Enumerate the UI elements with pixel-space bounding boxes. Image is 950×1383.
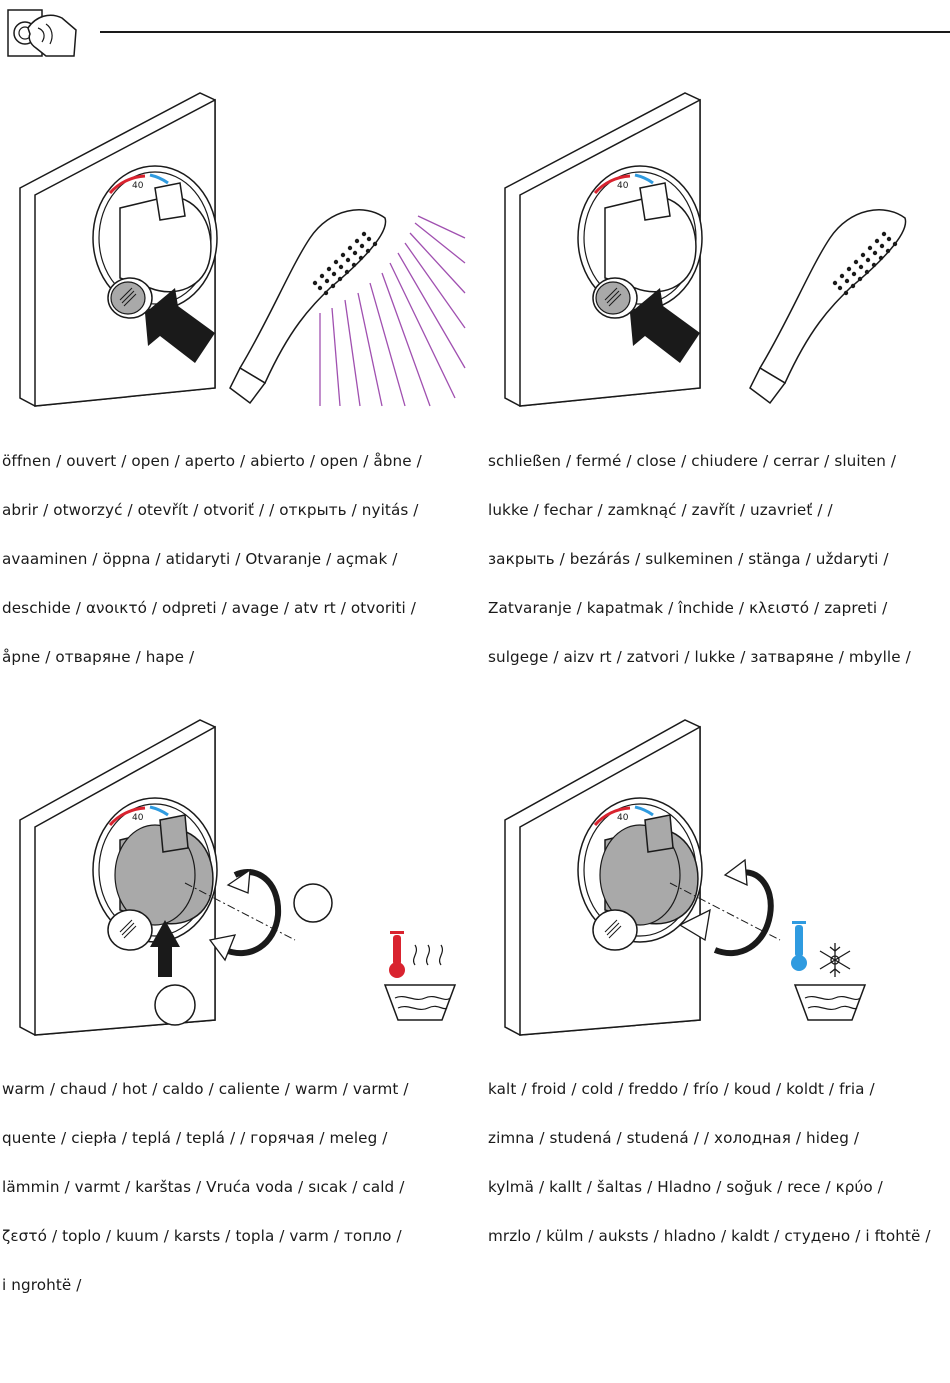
figure-warm: 40 [19, 719, 457, 1036]
caption-line: abrir / otworzyć / otevřít / otvoriť / /… [2, 500, 419, 519]
caption-line: kalt / froid / cold / freddo / frío / ko… [488, 1079, 875, 1098]
figure-close: 40 [504, 92, 907, 407]
caption-line: kylmä / kallt / šaltas / Hladno / soğuk … [488, 1177, 883, 1196]
caption-line: warm / chaud / hot / caldo / caliente / … [2, 1079, 409, 1098]
caption-warm: warm / chaud / hot / caldo / caliente / … [2, 1052, 472, 1322]
caption-close: schließen / fermé / close / chiudere / c… [488, 424, 950, 694]
caption-line: Zatvaranje / kapatmak / închide / κλειστ… [488, 598, 888, 617]
caption-open: öffnen / ouvert / open / aperto / abiert… [2, 424, 472, 694]
caption-line: åpne / отваряне / hape / [2, 647, 195, 666]
caption-line: schließen / fermé / close / chiudere / c… [488, 451, 897, 470]
figure-open: 40 [19, 92, 466, 407]
caption-line: deschide / ανοικτό / odpreti / avage / a… [2, 598, 417, 617]
dial-label: 40 [617, 813, 629, 823]
caption-line: закрыть / bezárás / sulkeminen / stänga … [488, 549, 889, 568]
hand-turning-knob-icon [7, 9, 77, 57]
caption-line: ζεστό / toplo / kuum / karsts / topla / … [2, 1226, 402, 1245]
caption-line: avaaminen / öppna / atidaryti / Otvaranj… [2, 549, 398, 568]
caption-line: i ngrohtë / [2, 1275, 82, 1294]
header-rule [100, 31, 950, 33]
caption-line: öffnen / ouvert / open / aperto / abiert… [2, 451, 422, 470]
caption-line: lämmin / varmt / karštas / Vruća voda / … [2, 1177, 405, 1196]
caption-line: mrzlo / külm / auksts / hladno / kaldt /… [488, 1226, 931, 1245]
caption-line: sulgege / aizv rt / zatvori / lukke / за… [488, 647, 911, 666]
caption-line: lukke / fechar / zamknąć / zavřít / uzav… [488, 500, 833, 519]
caption-cold: kalt / froid / cold / freddo / frío / ko… [488, 1052, 950, 1273]
dial-label: 40 [132, 813, 144, 823]
figure-cold: 40 [504, 719, 867, 1036]
dial-label: 40 [132, 181, 144, 191]
caption-line: quente / ciepła / teplá / teplá / / горя… [2, 1128, 388, 1147]
dial-label: 40 [617, 181, 629, 191]
caption-line: zimna / studená / studená / / холодная /… [488, 1128, 860, 1147]
